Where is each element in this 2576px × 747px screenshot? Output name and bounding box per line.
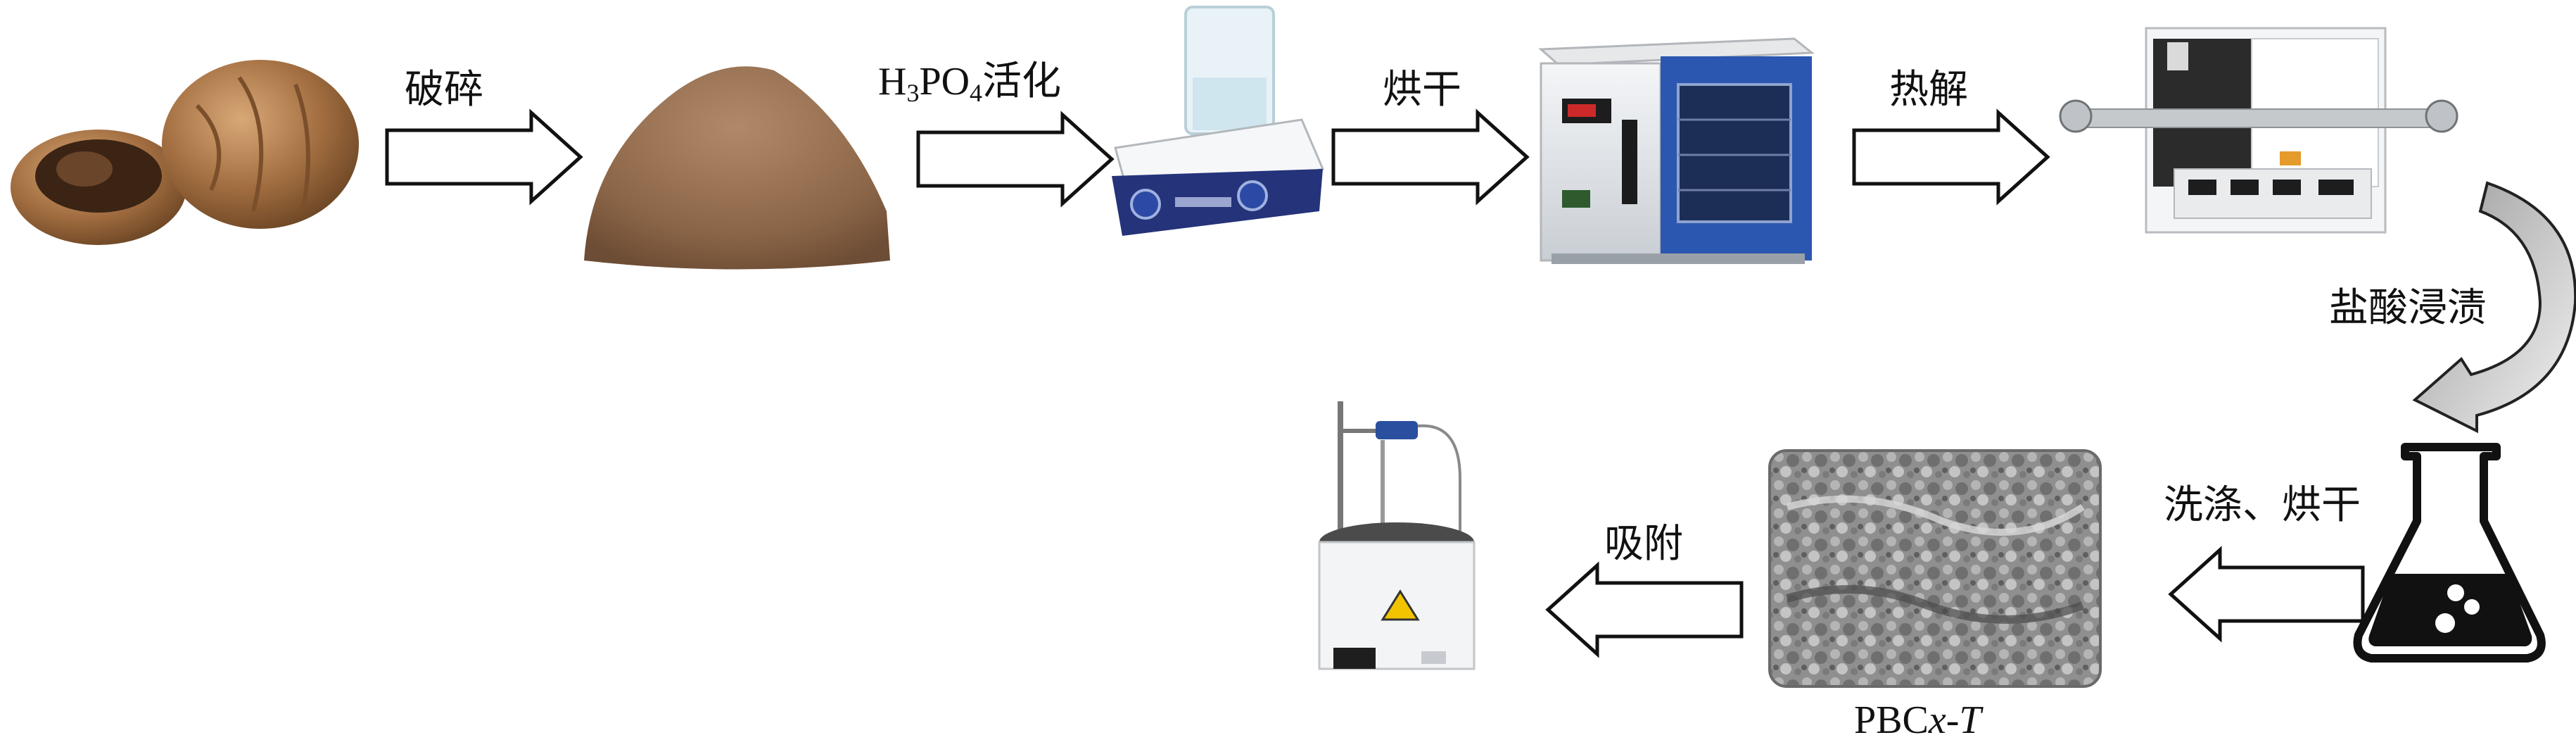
arrow-pyrolysis	[1854, 113, 2048, 201]
label-product-x: x	[1929, 698, 1946, 742]
label-product-prefix: PBC	[1854, 698, 1929, 742]
arrow-wash-dry	[2171, 550, 2363, 639]
arrow-activation	[918, 115, 1112, 203]
label-product-t: T	[1959, 698, 1981, 742]
label-dry: 烘干	[1383, 70, 1461, 110]
label-activation-h: H	[878, 60, 906, 103]
label-activation-sub2: 4	[970, 79, 982, 107]
arrow-dry	[1333, 113, 1527, 201]
label-activation-cn: 活化	[982, 58, 1061, 104]
drying-oven-image	[1541, 39, 1812, 264]
walnut-image	[11, 60, 359, 245]
label-product-dash: -	[1946, 698, 1960, 742]
hotplate-stirrer-image	[1112, 7, 1323, 236]
label-adsorption: 吸附	[1604, 525, 1683, 564]
arrow-crush	[387, 113, 580, 201]
water-bath-image	[1319, 401, 1474, 669]
label-activation-po: PO	[919, 60, 970, 103]
label-crush: 破碎	[405, 70, 483, 110]
label-wash-dry: 洗涤、烘干	[2164, 486, 2361, 525]
powder-image	[584, 66, 890, 269]
label-acid-impregnation: 盐酸浸渍	[2329, 289, 2487, 328]
label-activation-sub1: 3	[906, 79, 919, 107]
arrow-adsorption	[1548, 565, 1741, 654]
flask-icon	[2357, 447, 2541, 658]
label-pyrolysis: 热解	[1889, 70, 1968, 110]
sem-image	[1770, 451, 2100, 686]
label-product: PBCx-T	[1854, 701, 1981, 740]
tube-furnace-image	[2060, 28, 2457, 232]
label-activation: H3PO4活化	[878, 62, 1061, 106]
